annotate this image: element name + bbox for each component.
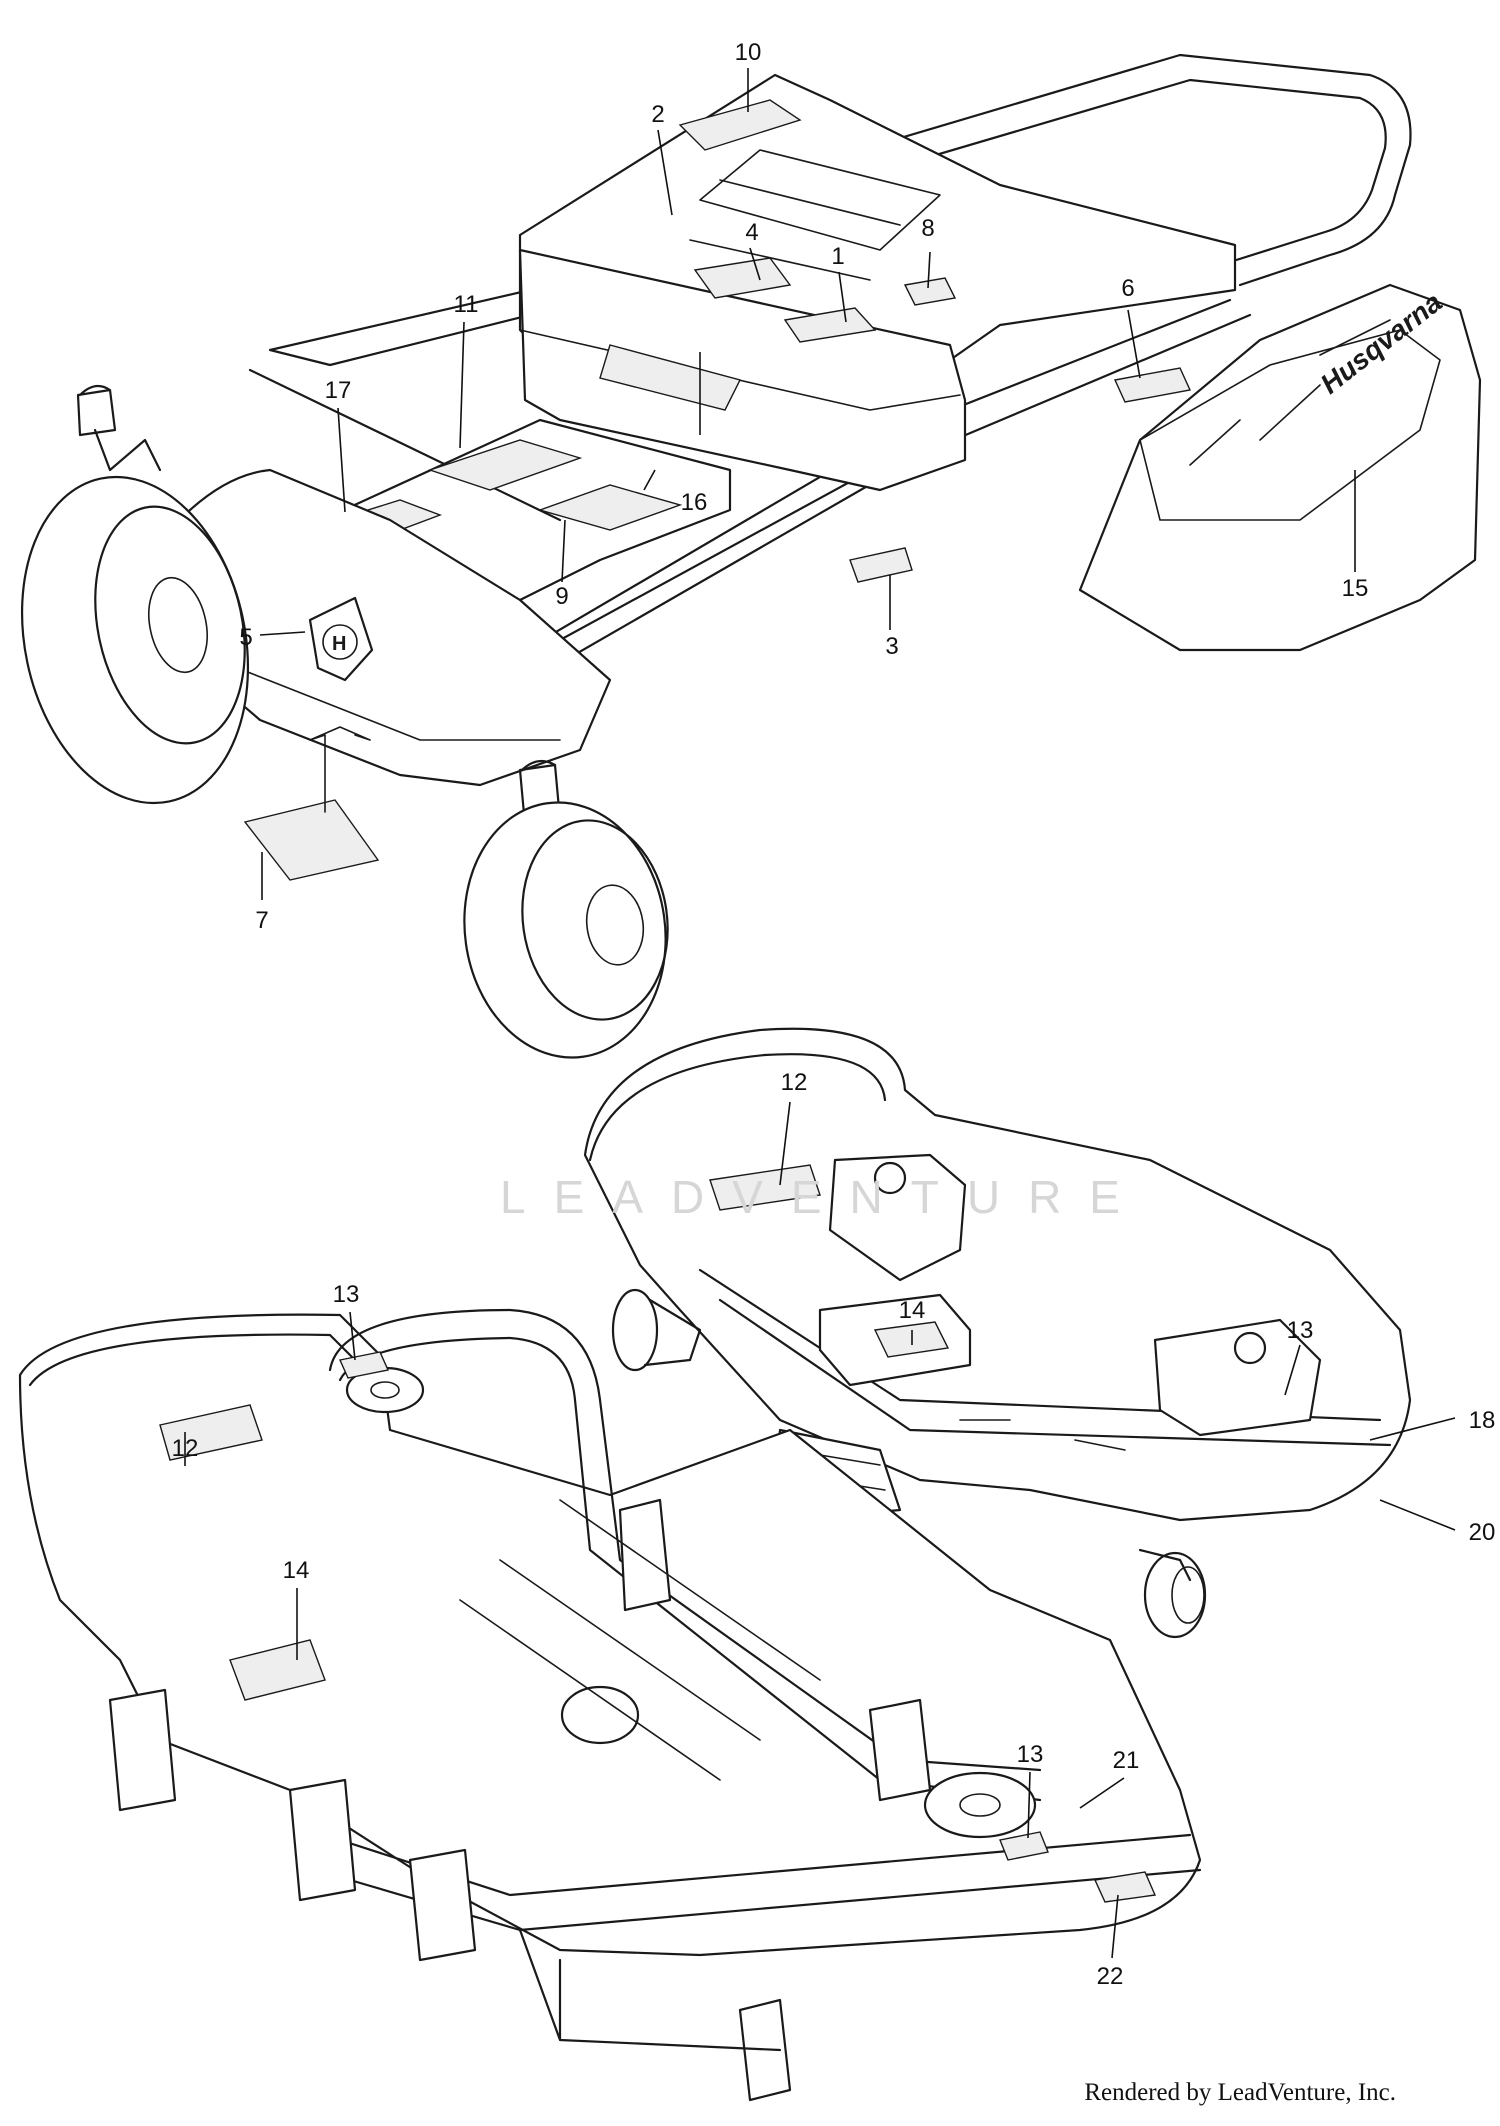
leader-4 xyxy=(749,247,761,281)
fender-top xyxy=(1139,329,1441,521)
decal-16-area xyxy=(599,344,742,411)
husqvarna-badge-icon: H xyxy=(308,596,374,682)
callout-22: 22 xyxy=(1097,1963,1124,1990)
svg-text:H: H xyxy=(332,633,346,655)
decal-3 xyxy=(849,547,913,583)
decal-10 xyxy=(678,99,802,151)
callout-16: 16 xyxy=(681,489,708,516)
leader-1 xyxy=(838,271,847,323)
leader-16b xyxy=(643,469,656,491)
decal-12-small xyxy=(709,1164,821,1211)
leader-17 xyxy=(337,407,346,513)
deck-large-hanger-bracket xyxy=(108,1688,177,1812)
callout-11: 11 xyxy=(454,291,479,318)
leader-6 xyxy=(1127,309,1141,379)
leader-12-small xyxy=(779,1101,791,1186)
center-console xyxy=(518,248,967,492)
rear-fender-hood xyxy=(1078,283,1482,652)
decal-9 xyxy=(537,484,683,531)
leader-9 xyxy=(561,519,566,583)
callout-10: 10 xyxy=(735,39,762,66)
spindle-pulley-icon xyxy=(923,1771,1037,1839)
deck-large-hanger-bracket xyxy=(618,1498,672,1612)
leader-20 xyxy=(1379,1499,1456,1531)
decal-13-large-b xyxy=(999,1831,1049,1861)
render-credit: Rendered by LeadVenture, Inc. xyxy=(1084,2079,1396,2106)
callout-13-large-b: 13 xyxy=(1017,1741,1044,1768)
spindle-pulley-icon xyxy=(1233,1331,1267,1365)
callout-17: 17 xyxy=(325,377,352,404)
leader-13-large-b xyxy=(1027,1771,1031,1839)
deck-large-front-edge xyxy=(518,1928,782,2052)
callout-12-small: 12 xyxy=(781,1069,808,1096)
callout-4: 4 xyxy=(745,219,758,246)
decal-11 xyxy=(427,439,583,491)
watermark: LEADVENTURE xyxy=(500,1171,1148,1223)
leader-22 xyxy=(1111,1894,1119,1959)
seat-mount-plate xyxy=(699,149,941,251)
decal-22 xyxy=(1093,1871,1157,1903)
spindle-center-icon xyxy=(560,1685,640,1745)
decal-4 xyxy=(693,257,792,299)
callout-14-large: 14 xyxy=(283,1557,310,1584)
deck-large-rods xyxy=(459,1499,821,1781)
deck-small-gauge-wheel-left xyxy=(611,1288,702,1372)
callout-13-large-a: 13 xyxy=(333,1281,360,1308)
deck-small-gauge-wheel-right xyxy=(1138,1548,1207,1639)
callout-21: 21 xyxy=(1113,1747,1140,1774)
leader-7 xyxy=(927,251,931,289)
decal-7 xyxy=(903,277,957,306)
callout-5: 5 xyxy=(239,624,252,651)
callout-6: 6 xyxy=(1121,275,1134,302)
deck-large-hanger-bracket xyxy=(868,1698,932,1802)
fender-vents xyxy=(1189,319,1391,466)
deck-small-bolts xyxy=(959,1419,1126,1451)
callout-3: 3 xyxy=(885,633,898,660)
callout-12-large: 12 xyxy=(172,1435,199,1462)
decal-8 xyxy=(243,799,380,881)
callout-20: 20 xyxy=(1469,1519,1496,1546)
deck-large-hanger-bracket xyxy=(408,1848,477,1962)
deck-small-spindle-cover-right xyxy=(1153,1318,1322,1437)
front-caster-wheel-left xyxy=(20,384,250,805)
leader-13-large-a xyxy=(349,1311,356,1361)
install-arrow xyxy=(309,726,371,813)
deck-small-discharge-baffle xyxy=(588,1053,887,1162)
seat-plate-ribs xyxy=(689,179,901,281)
leader-13-small xyxy=(1284,1344,1301,1396)
bumper-lip xyxy=(229,664,561,741)
deck-large-hanger-bracket xyxy=(288,1778,357,1902)
mower-deck-large xyxy=(18,1308,1202,2102)
decal-13-large-a xyxy=(339,1351,389,1379)
leader-5 xyxy=(259,631,306,636)
leader-11 xyxy=(459,321,465,449)
rear-handle-bar xyxy=(858,53,1412,287)
callout-8: 7 xyxy=(255,907,268,934)
leader-lines xyxy=(184,68,1456,1959)
callout-labels: 10 2 4 1 8 6 11 17 16 9 3 5 7 15 12 14 1… xyxy=(172,39,1496,1990)
callout-18: 18 xyxy=(1469,1407,1496,1434)
decal-1 xyxy=(783,307,877,343)
mower-chassis: H Husqvarna xyxy=(20,53,1482,1059)
callout-9: 9 xyxy=(555,583,568,610)
decal-6 xyxy=(1113,367,1192,403)
deck-small-outline xyxy=(583,1027,1412,1522)
deck-large-discharge-baffle xyxy=(28,1333,367,1387)
callout-15: 15 xyxy=(1342,575,1369,602)
deck-small-spindle-cover-left xyxy=(828,1153,967,1282)
decal-14-large xyxy=(229,1639,326,1701)
callout-13-small: 13 xyxy=(1287,1317,1314,1344)
callout-14-small: 14 xyxy=(899,1297,926,1324)
leader-18 xyxy=(1369,1417,1456,1441)
callout-7: 8 xyxy=(921,215,934,242)
callout-2: 2 xyxy=(651,101,664,128)
front-bumper xyxy=(168,468,612,787)
callout-1: 1 xyxy=(831,243,844,270)
front-caster-wheel-right xyxy=(463,759,669,1059)
leader-21 xyxy=(1079,1777,1125,1809)
spindle-pulley-icon xyxy=(873,1161,907,1195)
leader-2 xyxy=(657,129,673,216)
